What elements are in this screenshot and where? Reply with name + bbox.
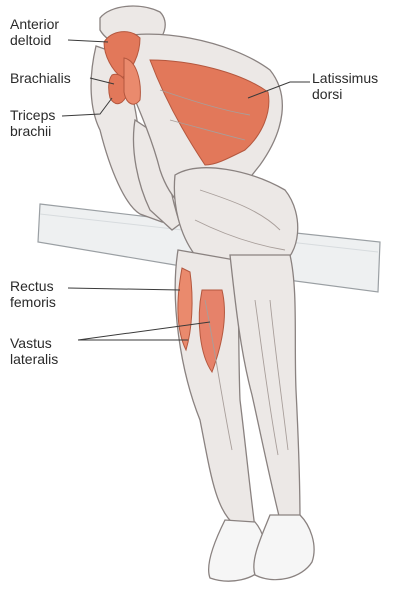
label-latissimus-dorsi: Latissimus dorsi — [312, 70, 378, 102]
leader-rectus-femoris — [68, 288, 180, 290]
shoe-back — [254, 515, 314, 580]
leader-anterior-deltoid — [68, 40, 108, 42]
label-vastus-lateralis: Vastus lateralis — [10, 335, 58, 367]
label-brachialis: Brachialis — [10, 70, 71, 86]
label-anterior-deltoid: Anterior deltoid — [10, 16, 59, 48]
label-rectus-femoris: Rectus femoris — [10, 278, 56, 310]
label-triceps-brachii: Triceps brachii — [10, 107, 55, 139]
